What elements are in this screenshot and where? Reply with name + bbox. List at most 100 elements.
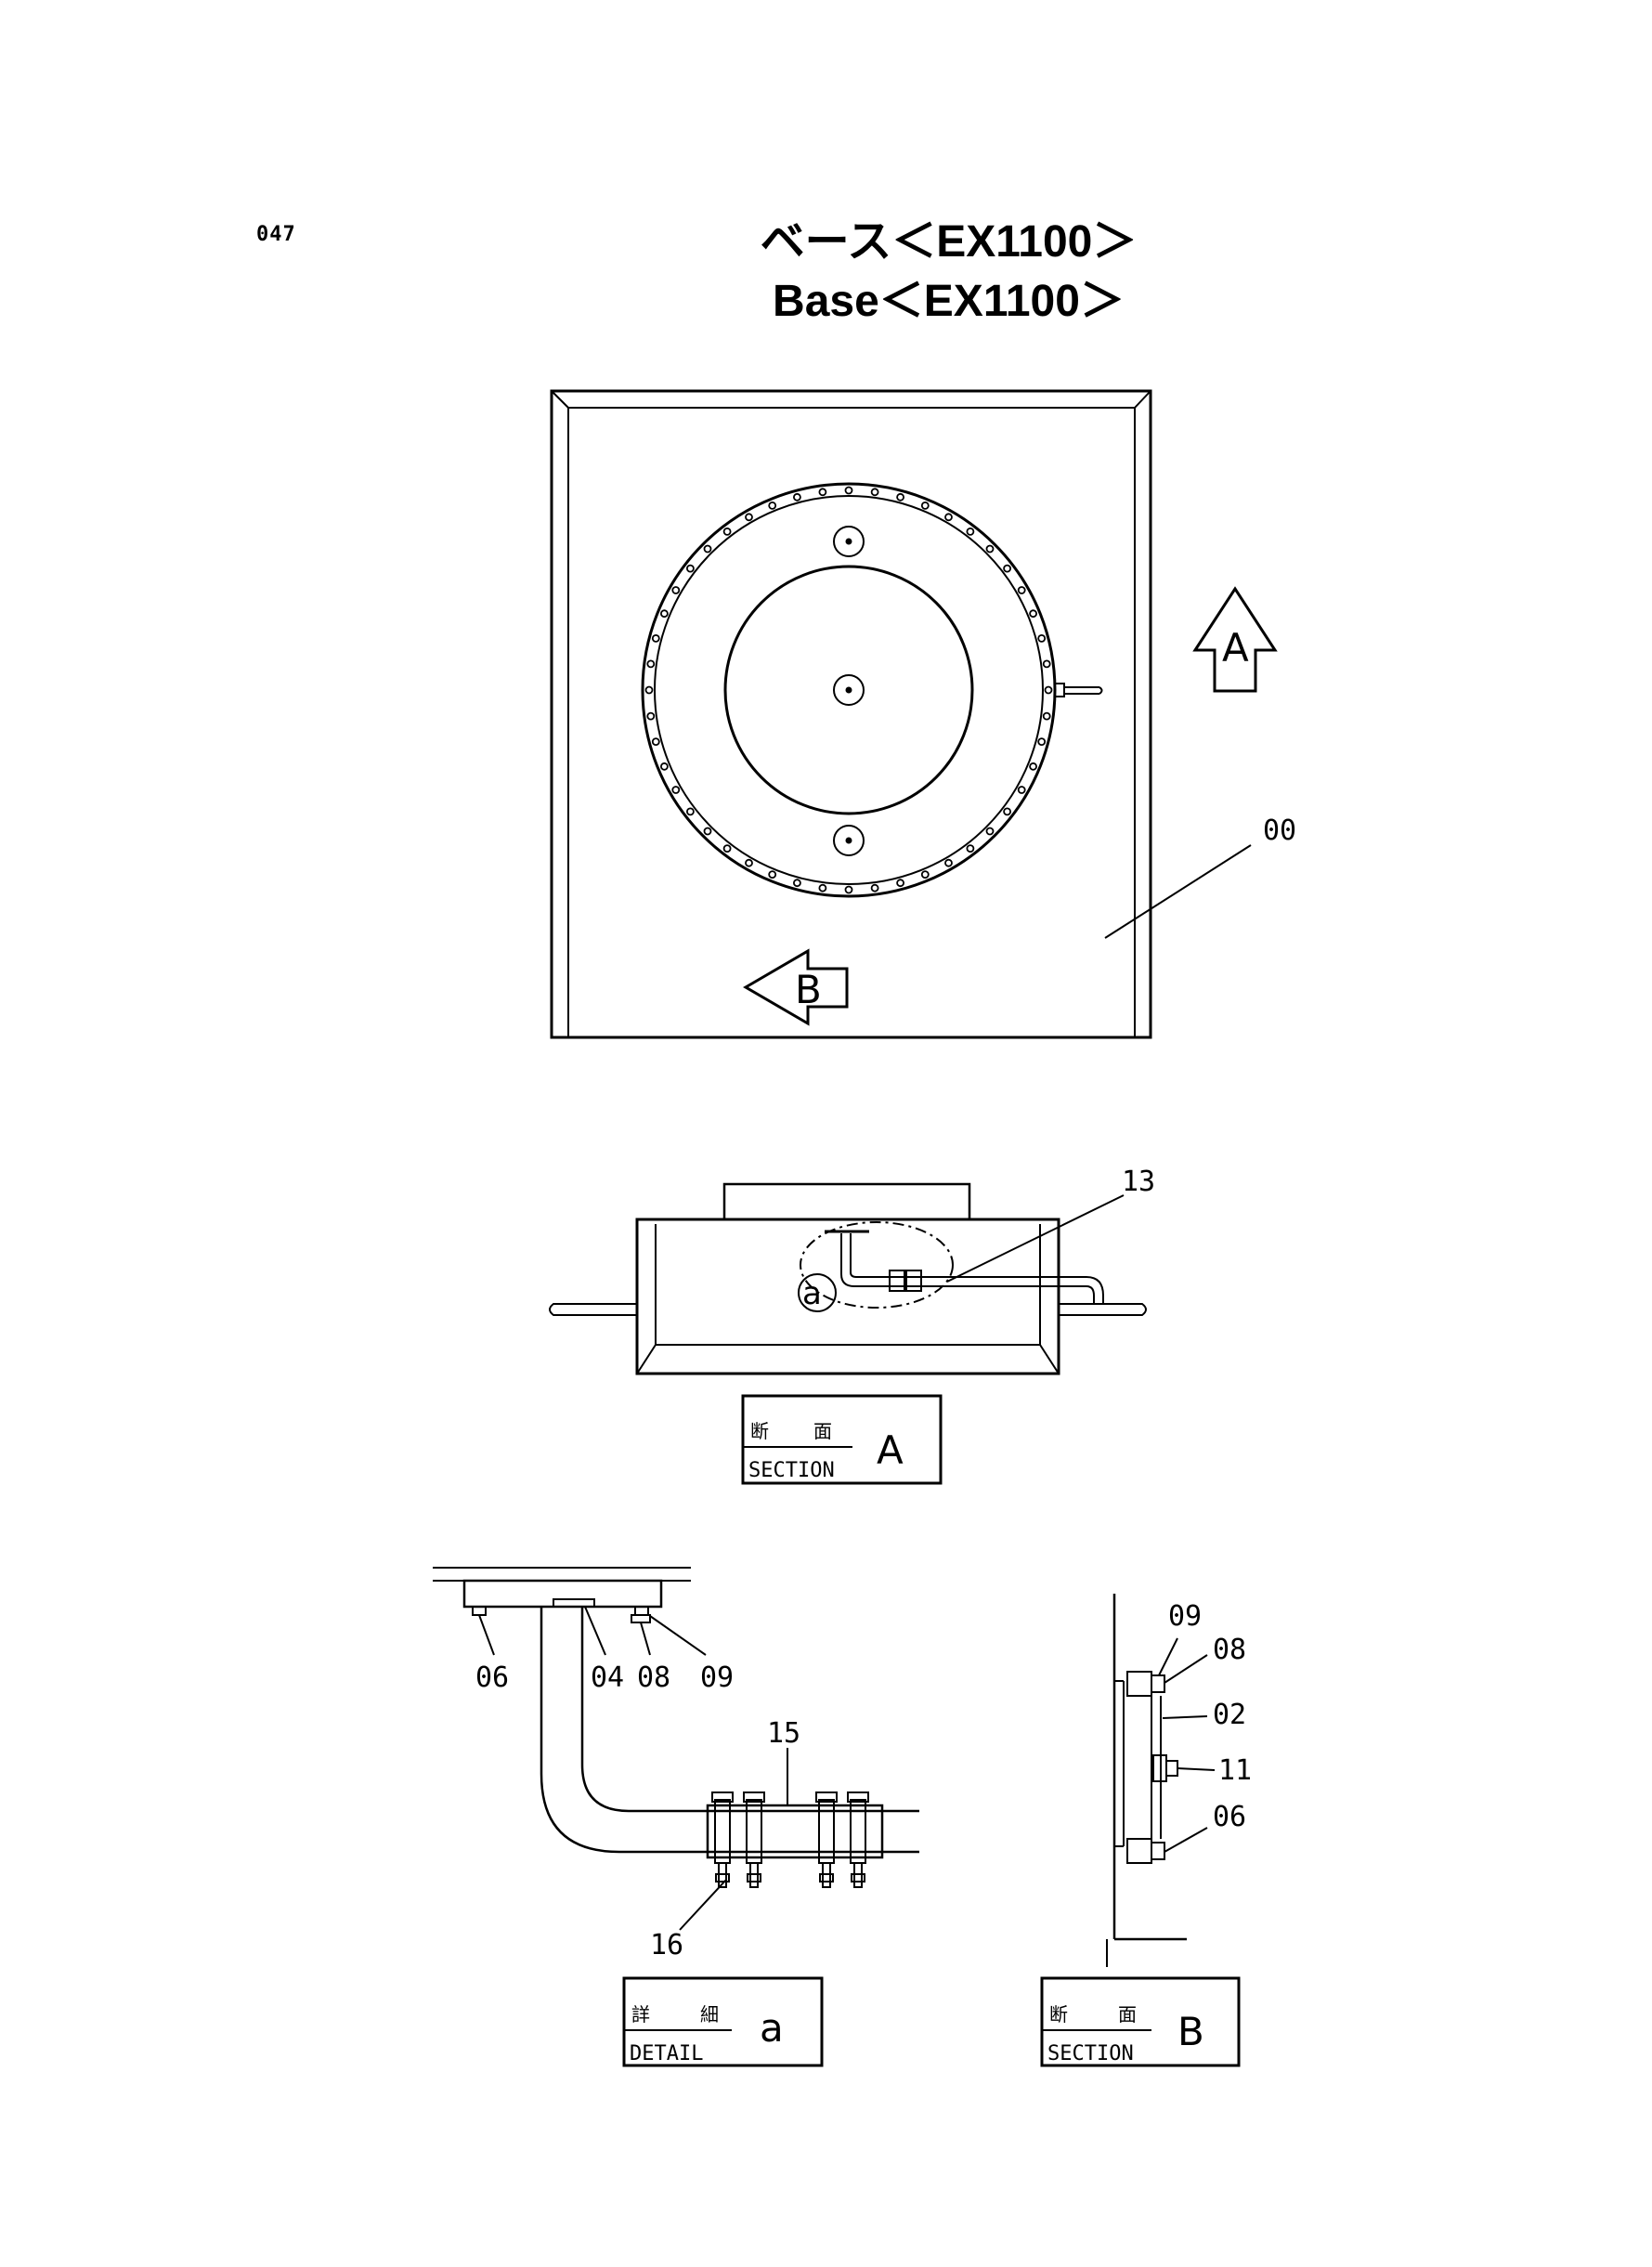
- bolt-hole: [844, 486, 853, 495]
- bolt-hole: [1029, 609, 1037, 619]
- view-arrow-a-letter: A: [1222, 625, 1249, 671]
- section-b-letter: B: [1177, 2009, 1204, 2054]
- base-plate-inner: [567, 407, 1136, 1038]
- label-04: 04: [591, 1661, 624, 1694]
- bolt-hole: [1017, 586, 1026, 594]
- bolt-hole: [644, 685, 654, 695]
- detail-a-kanji-1: 詳: [631, 2003, 650, 2026]
- section-a-box: [741, 1394, 943, 1485]
- bolt-hole: [985, 827, 995, 836]
- center-hub: [833, 674, 865, 706]
- label-09-section: 09: [1168, 1600, 1202, 1633]
- label-08-detail: 08: [637, 1661, 670, 1694]
- bolt-hole: [745, 858, 753, 867]
- detail-a-box: [622, 1976, 824, 2067]
- bolt-hole: [703, 544, 712, 554]
- bolt-hole: [870, 883, 879, 892]
- bolt-hole: [920, 870, 930, 879]
- grease-fitting: [1054, 683, 1065, 697]
- bolt-hole: [1029, 762, 1037, 771]
- bolt-hole: [722, 844, 732, 853]
- label-06-detail: 06: [475, 1661, 509, 1694]
- bolt-hole: [1017, 786, 1026, 794]
- bolt-hole: [646, 711, 656, 721]
- bolt-hole: [966, 528, 975, 536]
- bolt-hole: [671, 586, 681, 594]
- bolt-hole: [686, 564, 695, 573]
- bolt-hole: [651, 737, 660, 746]
- detail-a-marker: [798, 1273, 837, 1312]
- bolt-hole: [660, 609, 669, 619]
- bolt-hole: [660, 762, 669, 771]
- bolt-hole: [818, 883, 827, 892]
- bolt-hole: [1044, 685, 1053, 695]
- top-view: [550, 389, 1278, 1039]
- label-09-detail: 09: [700, 1661, 734, 1694]
- label-00: 00: [1263, 814, 1296, 847]
- bolt-hole: [1037, 737, 1047, 746]
- center-disc: [723, 565, 974, 815]
- clamp-band: [847, 1791, 869, 1888]
- bottom-hub: [833, 825, 865, 856]
- clamp-band: [815, 1791, 838, 1888]
- label-08-section: 08: [1213, 1634, 1246, 1666]
- bolt-hole: [870, 488, 879, 497]
- bolt-hole: [1003, 564, 1011, 573]
- bolt-hole: [703, 827, 712, 836]
- bolt-hole: [844, 885, 853, 894]
- section-b-english: SECTION: [1047, 2042, 1134, 2065]
- section-a-english: SECTION: [748, 1459, 835, 1482]
- body-outer: [635, 1218, 1060, 1375]
- bolt-hole: [896, 492, 904, 502]
- section-b-view: [1106, 1594, 1216, 1967]
- bolt-hole: [1042, 711, 1051, 721]
- bolt-hole: [722, 528, 732, 536]
- clamp-band: [743, 1791, 765, 1888]
- label-11: 11: [1218, 1754, 1252, 1787]
- label-13: 13: [1122, 1166, 1155, 1198]
- section-a-kanji-1: 断: [750, 1420, 769, 1442]
- bolt-hole: [768, 870, 777, 879]
- title-japanese: ベース＜EX1100＞: [760, 217, 1138, 267]
- bolt-hole: [944, 858, 953, 867]
- section-b-box: [1040, 1976, 1241, 2067]
- clamps: [711, 1791, 869, 1888]
- bolt-hole: [985, 544, 995, 554]
- title-english: Base＜EX1100＞: [773, 277, 1125, 326]
- upper-block: [722, 1182, 971, 1221]
- bolt-hole: [745, 513, 753, 522]
- bolt-hole: [944, 513, 953, 522]
- bolt-hole: [793, 879, 801, 888]
- view-arrow-b: [743, 948, 849, 1026]
- label-15: 15: [767, 1717, 800, 1750]
- detail-a-english: DETAIL: [630, 2042, 703, 2065]
- view-arrow-a: [1192, 586, 1278, 693]
- page-number: 047: [256, 223, 296, 246]
- section-b-kanji-2: 面: [1118, 2003, 1137, 2026]
- bolt-hole: [1037, 634, 1047, 643]
- label-06-section: 06: [1213, 1801, 1246, 1833]
- bolt-hole: [646, 659, 656, 669]
- detail-a-view: [433, 1567, 919, 1931]
- section-a-view: [549, 1182, 1147, 1375]
- label-16: 16: [650, 1929, 683, 1961]
- detail-a-marker-letter: a: [802, 1275, 822, 1312]
- bolt-hole: [920, 502, 930, 510]
- bolt-hole: [793, 492, 801, 502]
- section-b-kanji-1: 断: [1049, 2003, 1068, 2026]
- swing-ring-inner: [654, 495, 1044, 885]
- bolt-holes: [644, 486, 1053, 894]
- section-a-kanji-2: 面: [813, 1420, 832, 1442]
- leader-13: [946, 1194, 1125, 1283]
- label-02: 02: [1213, 1699, 1246, 1731]
- bolt-hole: [966, 844, 975, 853]
- detail-a-kanji-2: 細: [700, 2003, 719, 2026]
- bolt-hole: [1003, 807, 1011, 816]
- top-hub: [833, 526, 865, 557]
- section-a-letter: A: [877, 1427, 904, 1473]
- leader-00: [1104, 844, 1252, 939]
- clamp-band: [711, 1791, 734, 1888]
- bolt-hole: [768, 502, 777, 510]
- bolt-hole: [818, 488, 827, 497]
